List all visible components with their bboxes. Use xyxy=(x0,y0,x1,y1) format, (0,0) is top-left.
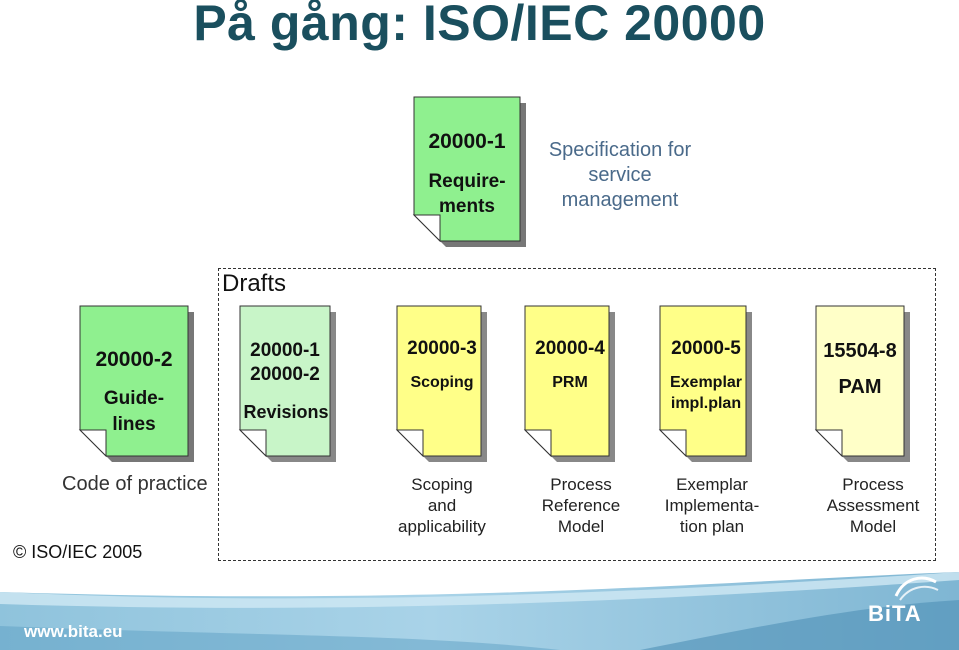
bita-logo-icon xyxy=(894,576,939,601)
draft-description-15504-8: Process Assessment Model xyxy=(816,474,930,537)
guidelines-document: 20000-2 Guide- lines xyxy=(78,305,194,462)
document-shape xyxy=(412,96,526,247)
revisions-document: 20000-1 20000-2 Revisions xyxy=(238,305,336,462)
desc-line: Reference xyxy=(541,496,621,515)
doc-code: 20000-5 xyxy=(671,338,741,359)
doc-label-line1: Exemplar xyxy=(669,374,743,391)
drafts-label: Drafts xyxy=(222,270,287,297)
document-shape xyxy=(658,305,752,462)
doc-label-line1: Guide- xyxy=(103,388,165,409)
doc-label: Scoping xyxy=(410,374,474,391)
doc-label-line1: Require- xyxy=(428,171,506,192)
footer-url: www.bita.eu xyxy=(24,622,123,641)
draft-document-20000-5: 20000-5 Exemplar impl.plan xyxy=(658,305,752,462)
draft-description-20000-3: Scoping and applicability xyxy=(387,474,497,537)
footer-banner: www.bita.eu BiTA xyxy=(0,566,959,650)
requirements-document: 20000-1 Require- ments xyxy=(412,96,526,247)
draft-document-15504-8: 15504-8 PAM xyxy=(814,305,910,462)
copyright-notice: © ISO/IEC 2005 xyxy=(13,542,143,562)
desc-line: Process xyxy=(842,475,904,494)
footer-brand: BiTA xyxy=(868,601,922,626)
draft-description-20000-4: Process Reference Model xyxy=(525,474,637,537)
desc-line: Scoping xyxy=(411,475,473,494)
spec-line: service xyxy=(588,164,652,186)
desc-line: Model xyxy=(849,517,897,536)
doc-code: 20000-4 xyxy=(535,338,605,359)
draft-description-20000-5: Exemplar Implementa- tion plan xyxy=(654,474,770,537)
doc-label-line2: ments xyxy=(439,196,495,217)
doc-code: 20000-1 xyxy=(250,340,320,361)
doc-label-line2: lines xyxy=(112,414,156,435)
spec-line: Specification for xyxy=(548,139,692,161)
desc-line: Assessment xyxy=(826,496,920,515)
doc-code: 15504-8 xyxy=(823,340,897,362)
desc-line: and xyxy=(427,496,457,515)
code-of-practice-label: Code of practice xyxy=(62,473,208,495)
doc-label: PRM xyxy=(552,374,588,391)
doc-code: 20000-1 xyxy=(428,130,506,153)
desc-line: applicability xyxy=(398,517,486,536)
page-title: På gång: ISO/IEC 20000 xyxy=(193,0,766,51)
document-shape xyxy=(814,305,910,462)
footer-swoosh-graphic xyxy=(0,566,959,650)
doc-code: 20000-2 xyxy=(95,348,173,371)
doc-label-line2: impl.plan xyxy=(670,395,742,412)
spec-line: management xyxy=(561,189,679,211)
document-shape xyxy=(238,305,336,462)
draft-document-20000-4: 20000-4 PRM xyxy=(523,305,615,462)
document-shape xyxy=(395,305,487,462)
desc-line: tion plan xyxy=(679,517,745,536)
specification-description: Specification for service management xyxy=(520,138,720,213)
drafts-frame xyxy=(218,268,936,561)
doc-label: PAM xyxy=(838,376,882,398)
doc-code: 20000-3 xyxy=(407,338,477,359)
document-shape xyxy=(78,305,194,462)
doc-code: 20000-2 xyxy=(250,364,320,385)
desc-line: Implementa- xyxy=(664,496,760,515)
desc-line: Exemplar xyxy=(676,475,748,494)
draft-document-20000-3: 20000-3 Scoping xyxy=(395,305,487,462)
doc-label: Revisions xyxy=(243,402,329,422)
desc-line: Process xyxy=(550,475,612,494)
desc-line: Model xyxy=(557,517,605,536)
document-shape xyxy=(523,305,615,462)
